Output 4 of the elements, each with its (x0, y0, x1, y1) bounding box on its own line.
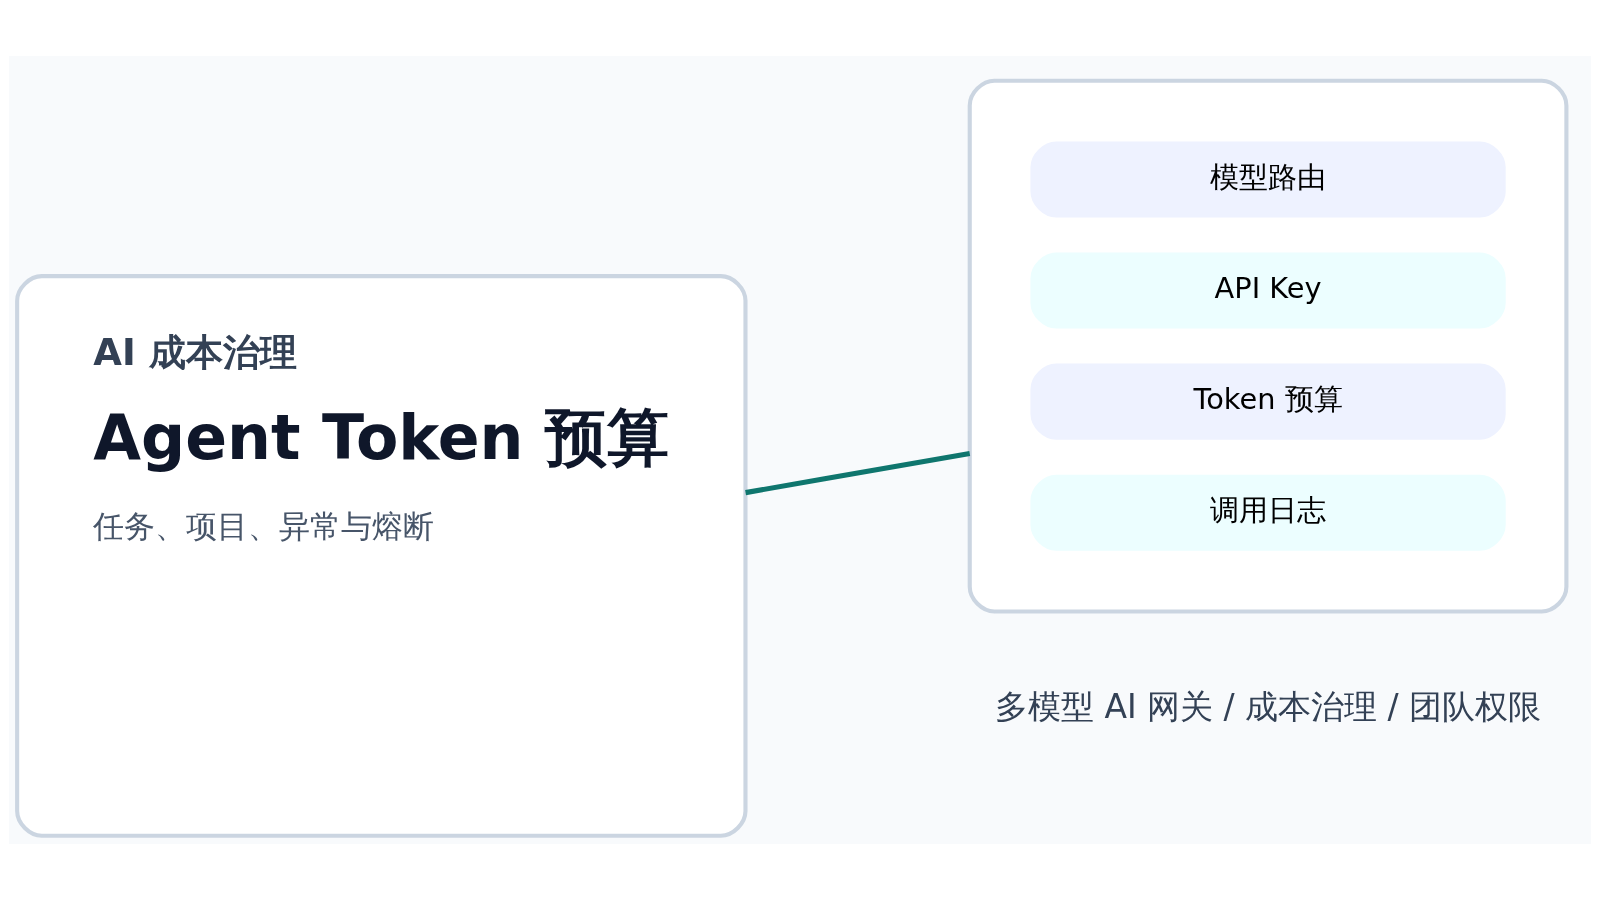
node-box: AI 成本治理 Agent Token 预算 任务、项目、异常与熔断 (15, 274, 748, 838)
cluster (967, 78, 1569, 614)
connector (745, 450, 971, 496)
label: 多模型 AI 网关 / 成本治理 / 团队权限 (994, 687, 1542, 727)
